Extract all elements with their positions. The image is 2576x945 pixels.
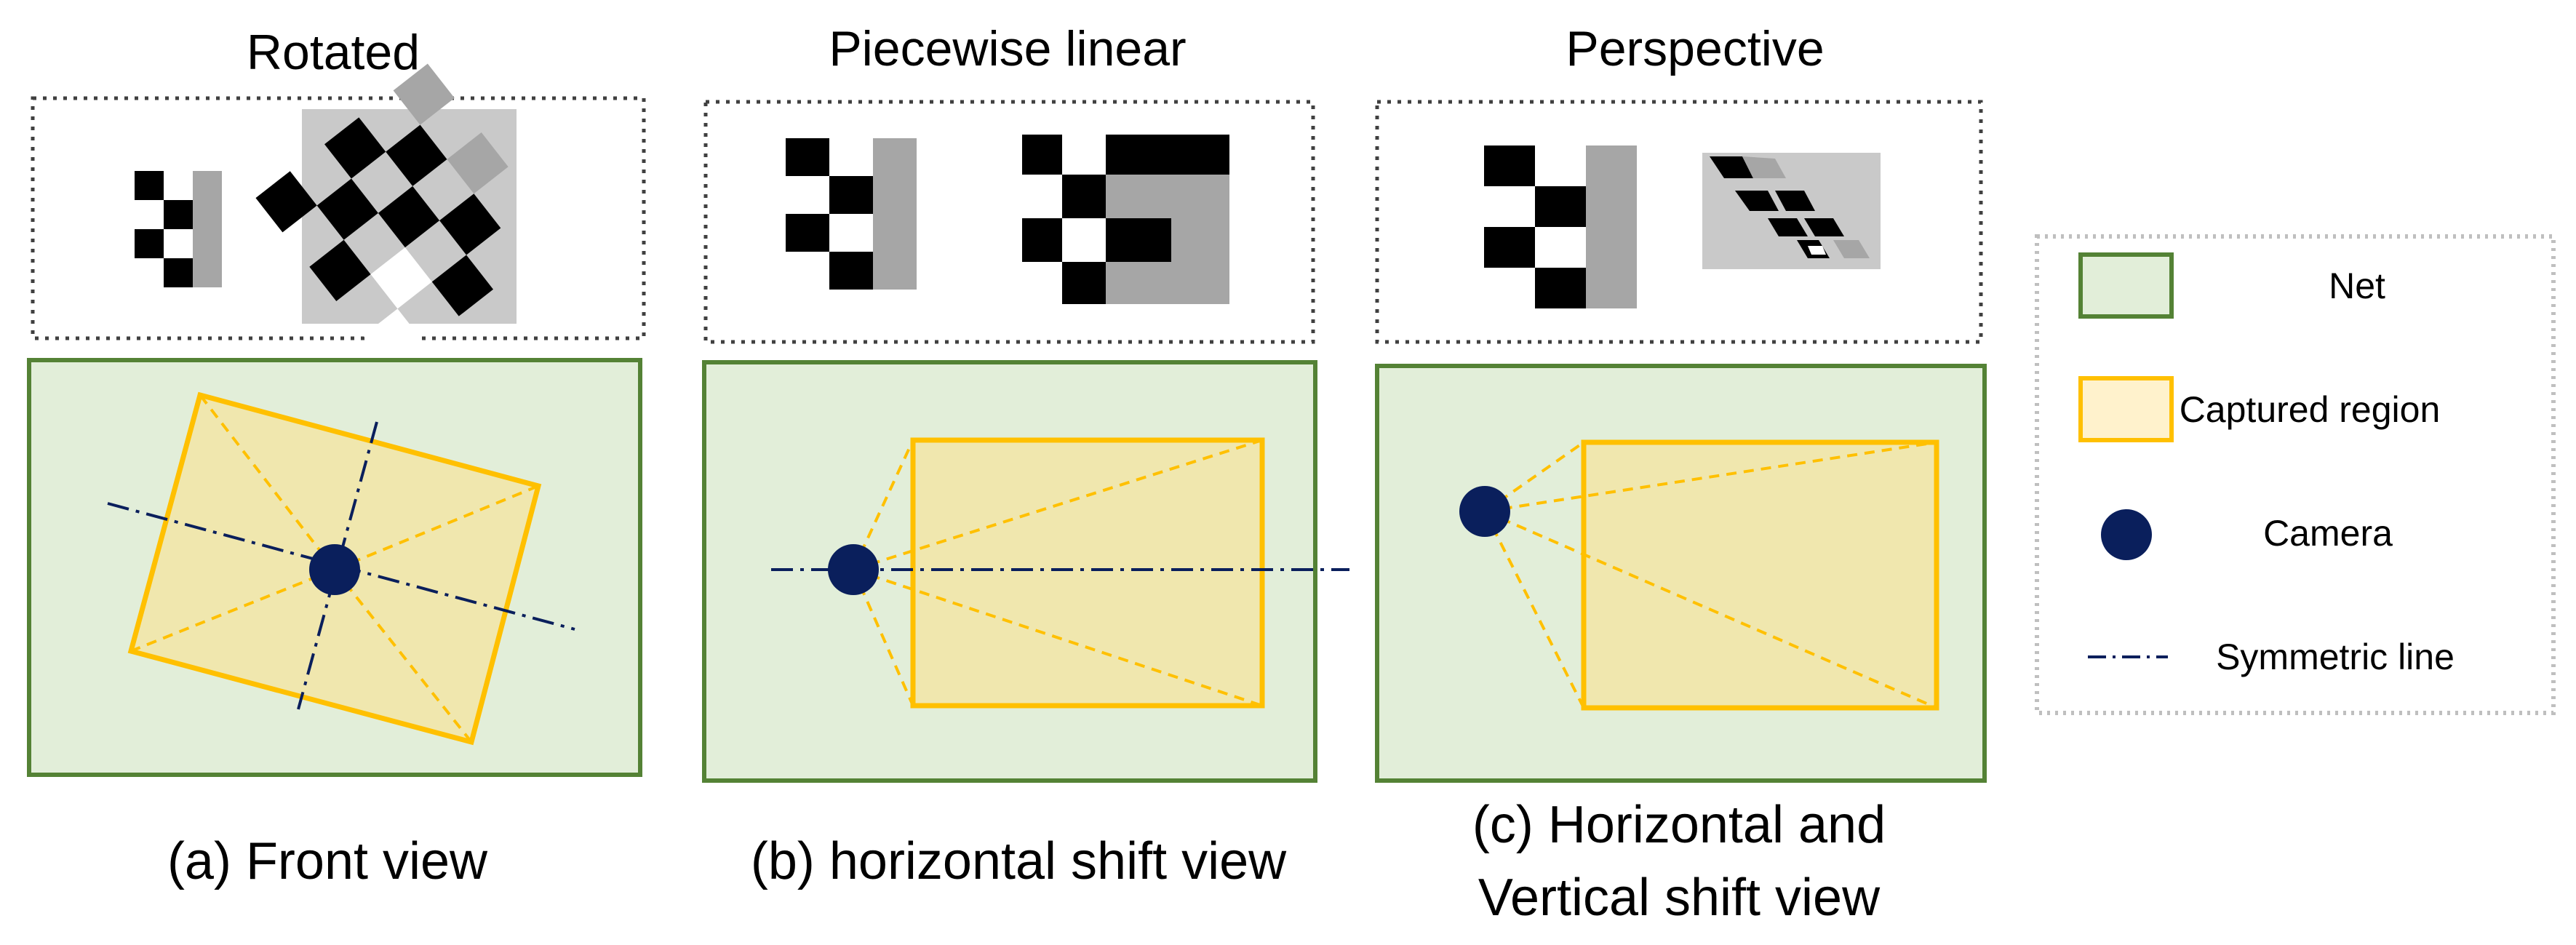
legend-net-swatch bbox=[2078, 252, 2174, 319]
projection-lines-a bbox=[130, 394, 539, 743]
panel-rotated: Rotated bbox=[27, 25, 646, 890]
texture-frame-perspective bbox=[1375, 100, 1983, 344]
legend-camera-label: Camera bbox=[2263, 513, 2393, 554]
panel-title-perspective: Perspective bbox=[1566, 21, 1824, 76]
checker-warped-piecewise bbox=[1022, 135, 1229, 304]
legend-net-label: Net bbox=[2329, 266, 2385, 306]
camera-b bbox=[828, 544, 879, 595]
captured-region-b bbox=[910, 437, 1265, 709]
legend-region-label: Captured region bbox=[2180, 389, 2441, 430]
caption-c-line2: Vertical shift view bbox=[1478, 869, 1881, 927]
caption-b: (b) horizontal shift view bbox=[751, 832, 1287, 890]
caption-c-line1: (c) Horizontal and bbox=[1472, 796, 1886, 854]
camera-a bbox=[309, 544, 360, 595]
checker-warped-perspective bbox=[1702, 153, 1881, 269]
legend-symmetric-label: Symmetric line bbox=[2216, 637, 2455, 677]
camera-c bbox=[1459, 486, 1510, 537]
checker-original-perspective bbox=[1484, 145, 1637, 308]
legend-camera-icon bbox=[2101, 509, 2152, 560]
checker-original-rotated bbox=[135, 171, 222, 287]
checker-rotated-sample bbox=[255, 63, 517, 370]
checker-original-piecewise bbox=[786, 138, 917, 290]
captured-region-c bbox=[1581, 439, 1939, 711]
legend-region-swatch bbox=[2078, 376, 2174, 442]
panel-perspective: Perspective (c) Horizontal and Vertic bbox=[1375, 21, 1987, 927]
panel-title-rotated: Rotated bbox=[247, 25, 420, 80]
caption-a: (a) Front view bbox=[167, 832, 488, 890]
panel-title-piecewise: Piecewise linear bbox=[829, 21, 1186, 76]
legend: Net Captured region Camera Symmetric lin… bbox=[2035, 234, 2556, 715]
texture-frame-rotated bbox=[31, 96, 646, 340]
legend-frame bbox=[2035, 234, 2556, 715]
texture-frame-piecewise bbox=[703, 100, 1315, 344]
panel-piecewise: Piecewise linear bbox=[702, 21, 1349, 890]
